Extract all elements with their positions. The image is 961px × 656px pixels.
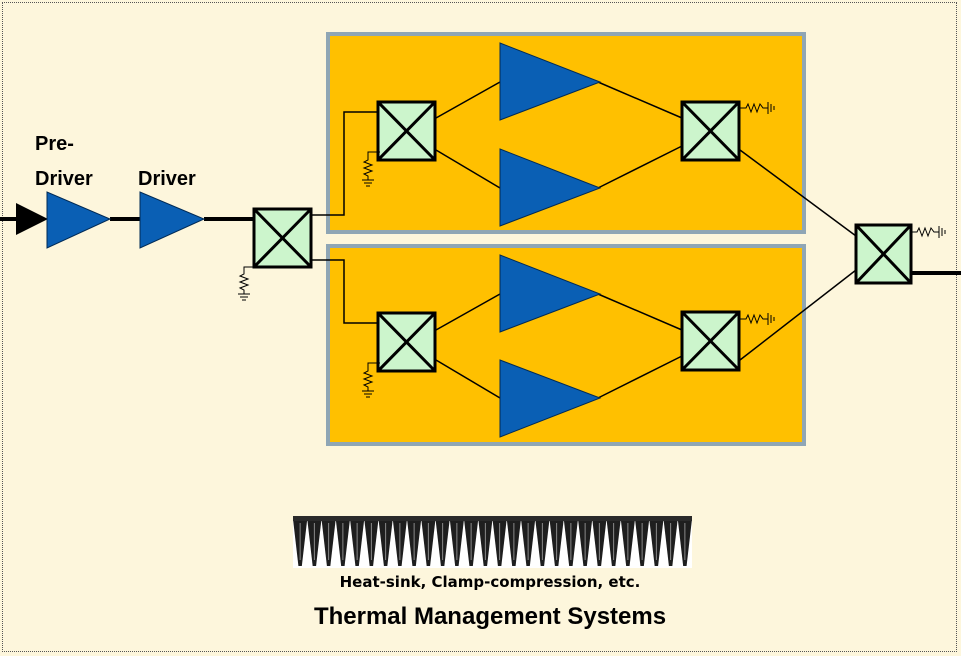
heatsink-caption: Heat-sink, Clamp-compression, etc.: [339, 573, 641, 591]
amplifiers: [46, 42, 602, 438]
input-signal-path: [0, 203, 961, 275]
coupler-input-splitter: [252, 207, 313, 269]
amplifier-upper-a: [499, 42, 602, 121]
resistor-termination-lower-combiner: [740, 313, 775, 325]
coupler-lower-split: [376, 311, 437, 373]
amplifier-upper-b: [499, 148, 602, 227]
coupler-upper-combine: [680, 100, 741, 162]
connection-lines: [311, 81, 857, 399]
termination-resistors-vertical: [238, 151, 380, 398]
coupler-upper-split: [376, 100, 437, 162]
resistor-termination-output: [911, 226, 946, 238]
amplifier-lower-a: [499, 254, 602, 333]
driver-amplifier: [139, 191, 206, 249]
amplifier-lower-b: [499, 359, 602, 438]
resistor-termination-input: [238, 266, 256, 301]
heatsink-fins: [293, 519, 692, 566]
thermal-management-title: Thermal Management Systems: [313, 603, 667, 630]
resistor-termination-upper: [362, 151, 380, 187]
coupler-output-combiner: [854, 223, 913, 285]
termination-resistors-horizontal: [740, 102, 946, 325]
pre-driver-label-line2: Driver: [35, 168, 93, 190]
driver-label: Driver: [138, 168, 196, 190]
coupler-lower-combine: [680, 310, 741, 372]
heatsink-image: [293, 516, 692, 568]
resistor-termination-upper-combiner: [740, 102, 775, 114]
pre-driver-amplifier: [46, 191, 112, 249]
pre-driver-label-line1: Pre-: [35, 133, 74, 155]
hybrid-couplers: [252, 100, 913, 373]
resistor-termination-lower: [362, 362, 380, 398]
